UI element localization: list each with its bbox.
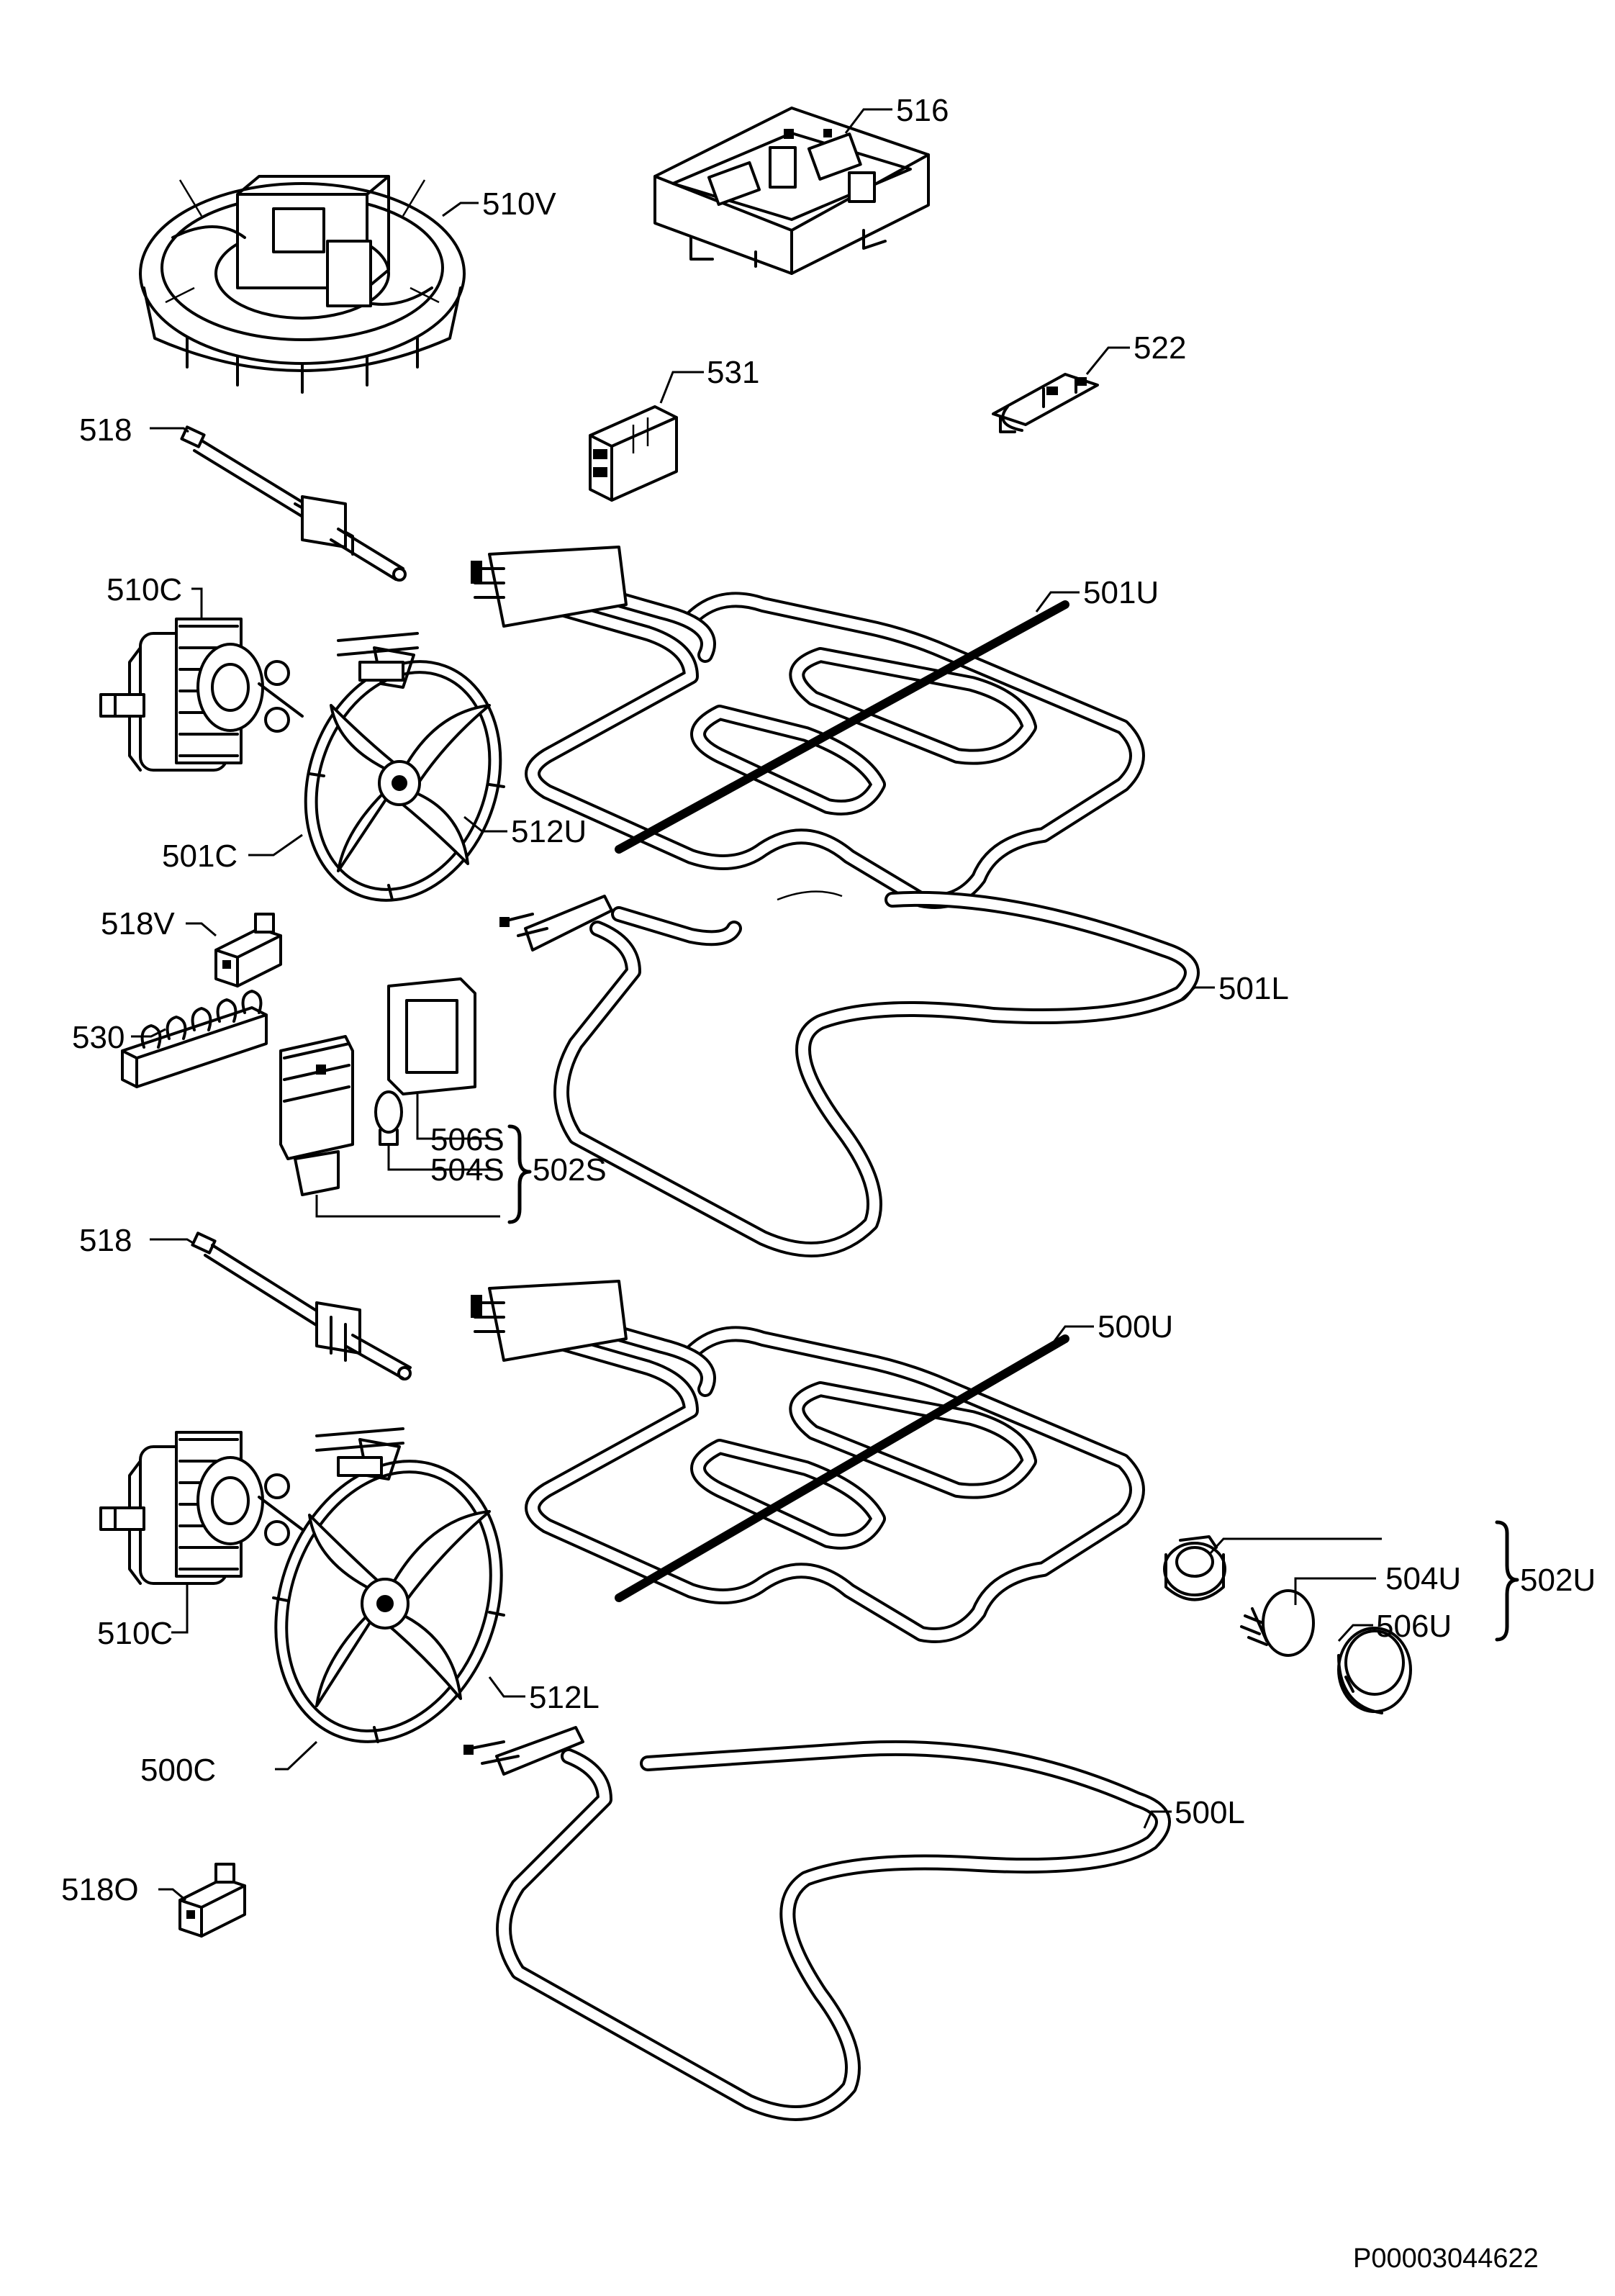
- part-500L-lower-element-lower-oven: [463, 1726, 1171, 2121]
- part-522-connector-clip: [992, 373, 1099, 433]
- part-518V-bracket: [214, 913, 282, 987]
- label-512U: 512U: [511, 814, 587, 849]
- part-518-sensor-probe-middle: [191, 1231, 412, 1380]
- part-530-terminal-block: [121, 990, 268, 1088]
- label-500U: 500U: [1098, 1309, 1173, 1344]
- leader-lines: [131, 108, 1519, 1902]
- part-510C-fan-motor-bottom: [99, 1431, 304, 1585]
- label-504U: 504U: [1385, 1561, 1461, 1596]
- label-516: 516: [896, 93, 949, 128]
- part-501C-upper-fan: [304, 632, 505, 902]
- part-501L-lower-element-upper-oven: [499, 890, 1200, 1257]
- label-510C-bottom: 510C: [97, 1616, 173, 1651]
- callout-labels: 516 510V 531 522 518 510C 501U 501C 512U…: [61, 93, 1596, 1907]
- label-501U: 501U: [1083, 575, 1159, 610]
- part-516-control-board: [653, 107, 930, 275]
- label-501L: 501L: [1218, 971, 1289, 1006]
- label-501C: 501C: [162, 839, 238, 874]
- label-518V: 518V: [101, 906, 175, 941]
- label-502S: 502S: [533, 1152, 607, 1188]
- part-502U-top-lamp: [1163, 1535, 1412, 1714]
- document-id: P00003044622: [1353, 2243, 1539, 2274]
- label-510V: 510V: [482, 186, 556, 222]
- part-500C-lower-fan: [272, 1427, 505, 1743]
- label-518-middle: 518: [79, 1223, 132, 1258]
- label-510C-top: 510C: [107, 572, 182, 607]
- label-500C: 500C: [140, 1753, 216, 1788]
- part-518-sensor-probe-top: [180, 425, 407, 582]
- label-518-top: 518: [79, 412, 132, 448]
- label-531: 531: [707, 355, 759, 390]
- label-522: 522: [1134, 330, 1186, 366]
- part-518O-bracket: [178, 1863, 246, 1938]
- part-510C-fan-motor-top: [99, 618, 304, 772]
- part-510V-fan-assembly: [139, 175, 466, 394]
- label-500L: 500L: [1175, 1795, 1245, 1830]
- label-512L: 512L: [529, 1680, 600, 1715]
- part-531-relay-module: [589, 405, 678, 502]
- label-530: 530: [72, 1020, 125, 1055]
- label-506S: 506S: [430, 1122, 505, 1157]
- label-506U: 506U: [1376, 1609, 1452, 1644]
- label-518O: 518O: [61, 1872, 139, 1907]
- label-502U: 502U: [1520, 1563, 1596, 1598]
- part-502S-side-lamp: [279, 977, 476, 1196]
- part-500U-upper-grill-element-lower-oven: [471, 1280, 1145, 1643]
- label-504S: 504S: [430, 1152, 505, 1188]
